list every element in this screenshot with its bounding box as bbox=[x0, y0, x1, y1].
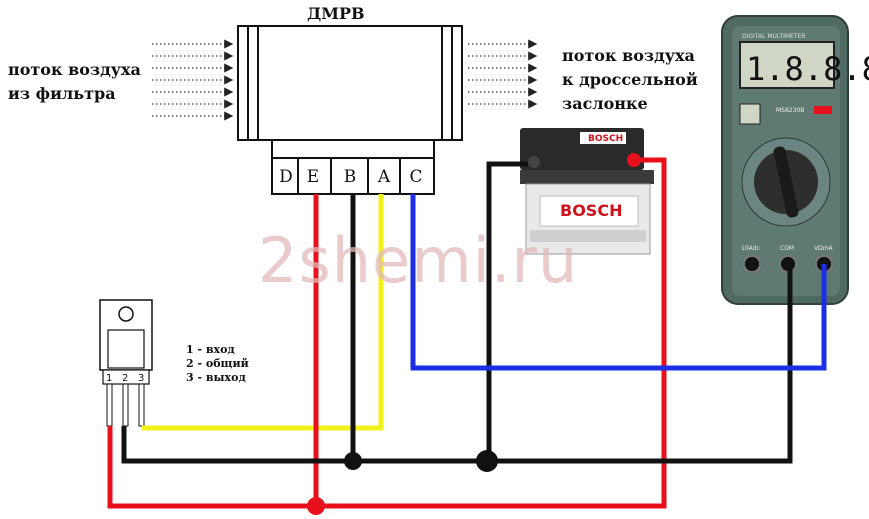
airflow-arrows-right bbox=[468, 39, 538, 109]
sensor-pin-d: D bbox=[279, 167, 293, 187]
maf-sensor bbox=[237, 25, 463, 195]
multimeter-display: 1.8.8.8 bbox=[746, 50, 869, 88]
junction-black-b bbox=[344, 452, 362, 470]
legend-pin-1: 1 - вход bbox=[186, 343, 235, 356]
airflow-right-label: поток воздуха к дроссельной заслонке bbox=[562, 44, 698, 116]
airflow-right-line3: заслонке bbox=[562, 94, 648, 113]
wire-black-bus bbox=[121, 264, 793, 464]
jack-label-com: COM bbox=[780, 245, 794, 252]
airflow-left-line1: поток воздуха bbox=[8, 60, 141, 79]
regulator-pin-labels: 1 2 3 bbox=[106, 373, 144, 384]
battery-negative-terminal bbox=[528, 156, 540, 168]
airflow-left-label: поток воздуха из фильтра bbox=[8, 58, 141, 106]
airflow-right-line2: к дроссельной bbox=[562, 70, 698, 89]
sensor-pin-e: E bbox=[306, 167, 320, 187]
airflow-left-line2: из фильтра bbox=[8, 84, 116, 103]
legend-pin-2: 2 - общий bbox=[186, 357, 249, 370]
junction-black-battery bbox=[476, 450, 498, 472]
battery-positive-terminal bbox=[627, 153, 641, 167]
regulator-legend: 1 - вход 2 - общий 3 - выход bbox=[186, 343, 249, 385]
wire-red-loop bbox=[107, 157, 667, 509]
sensor-title: ДМРВ bbox=[307, 4, 365, 23]
multimeter-label: DIGITAL MULTIMETER bbox=[742, 33, 805, 40]
junction-red bbox=[307, 497, 325, 515]
airflow-arrows-left bbox=[152, 39, 234, 121]
wires bbox=[107, 157, 827, 515]
regulator-pin-3: 3 bbox=[138, 373, 144, 384]
regulator-pin-2: 2 bbox=[122, 373, 128, 384]
voltage-regulator bbox=[99, 299, 153, 427]
watermark: 2shemi.ru bbox=[258, 224, 579, 297]
wire-blue bbox=[410, 194, 827, 371]
battery-brand-top: BOSCH bbox=[588, 134, 623, 144]
wire-yellow bbox=[142, 194, 384, 431]
sensor-pin-c: C bbox=[409, 167, 423, 187]
legend-pin-3: 3 - выход bbox=[186, 371, 246, 384]
regulator-pin-1: 1 bbox=[106, 373, 112, 384]
airflow-right-line1: поток воздуха bbox=[562, 46, 695, 65]
jack-label-10a: 10Adc bbox=[741, 245, 760, 252]
battery-brand-main: BOSCH bbox=[560, 201, 622, 220]
wire-black-battery bbox=[486, 161, 528, 461]
sensor-pin-b: B bbox=[343, 167, 357, 187]
jack-label-vma: VΩmA bbox=[814, 245, 834, 252]
multimeter-model: MS8230B bbox=[776, 107, 804, 114]
multimeter: DIGITAL MULTIMETER 1.8.8.8 MS8230B 10Adc… bbox=[721, 15, 869, 305]
sensor-pin-a: A bbox=[377, 167, 391, 187]
battery: BOSCH BOSCH bbox=[520, 128, 654, 255]
